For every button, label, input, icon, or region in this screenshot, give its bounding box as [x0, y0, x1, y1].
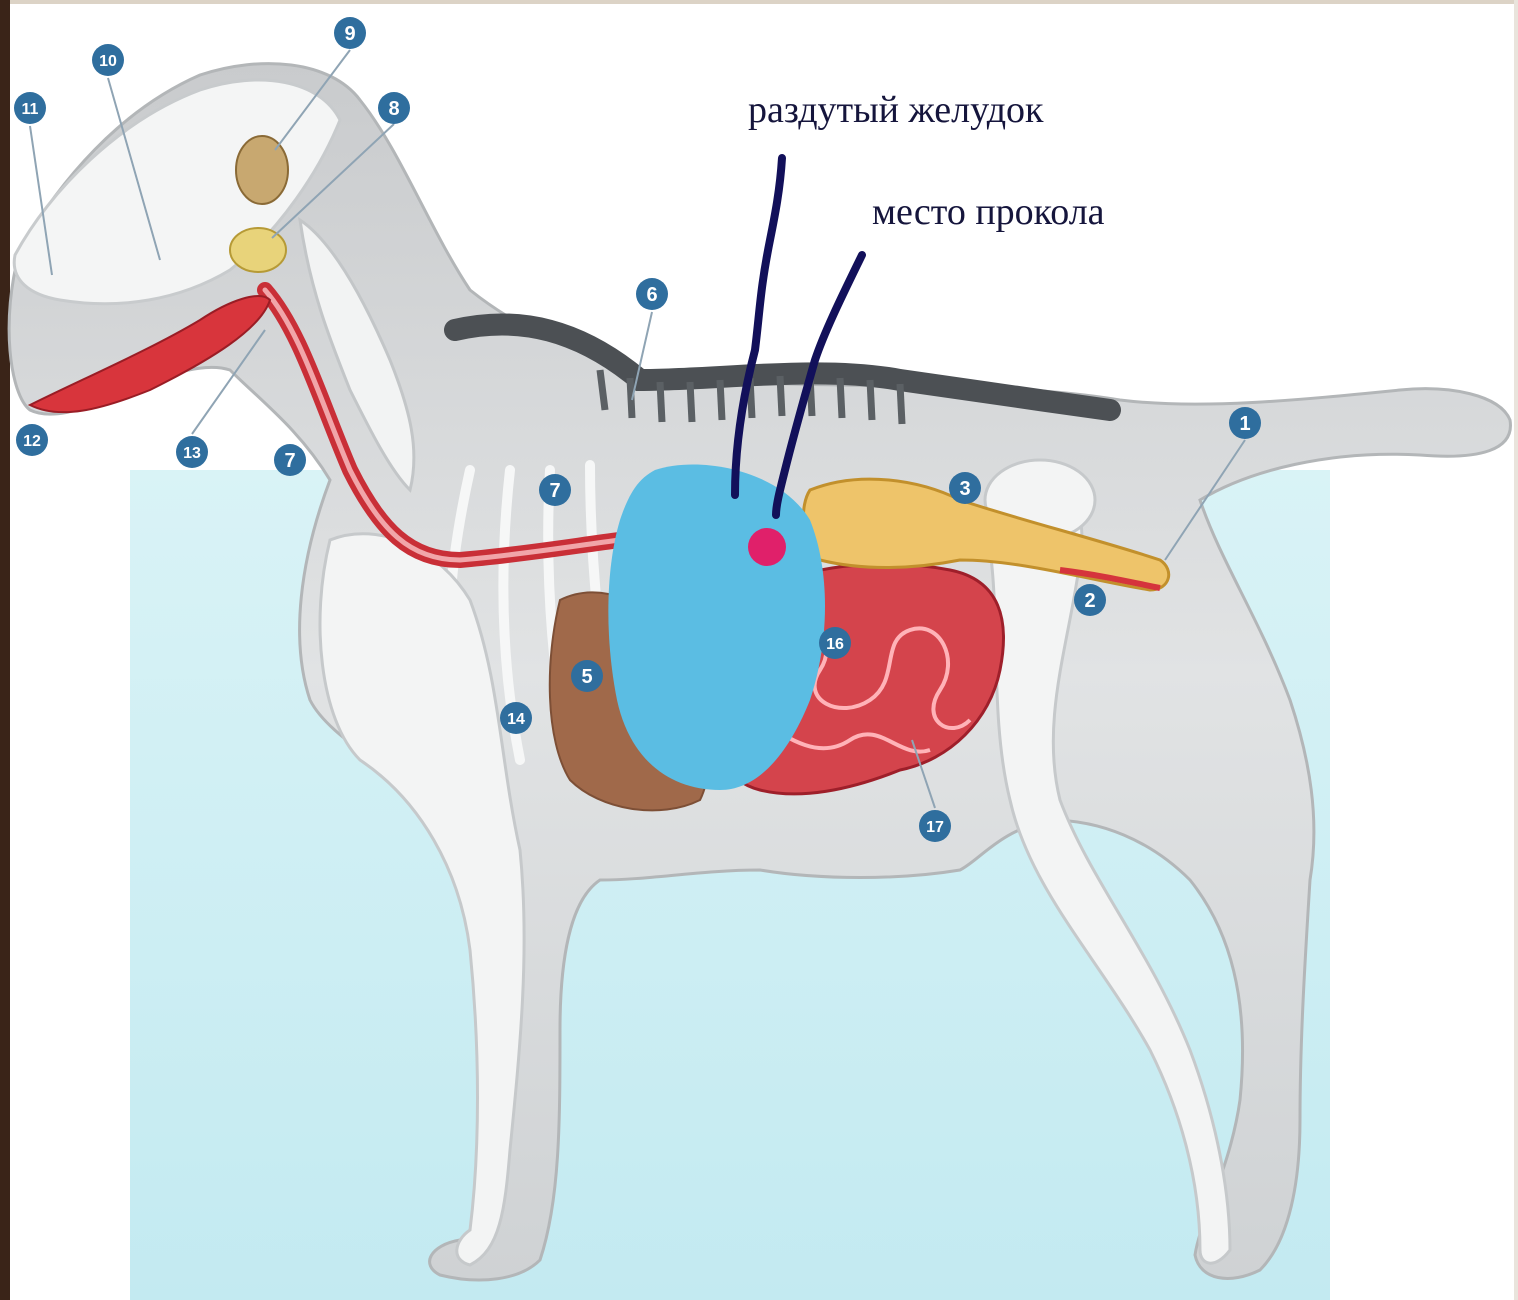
svg-text:3: 3 [959, 478, 970, 500]
distended-stomach-label: раздутый желудок [748, 88, 1043, 132]
puncture-site-label: место прокола [872, 190, 1105, 234]
svg-text:16: 16 [826, 636, 844, 653]
callout-7b: 7 [539, 474, 571, 506]
svg-text:7: 7 [549, 480, 560, 502]
callout-2: 2 [1074, 584, 1106, 616]
svg-text:13: 13 [183, 445, 201, 462]
svg-text:17: 17 [926, 819, 944, 836]
svg-text:6: 6 [646, 284, 657, 306]
svg-text:8: 8 [388, 98, 399, 120]
svg-text:14: 14 [507, 711, 525, 728]
gland-brown [236, 136, 288, 204]
svg-text:9: 9 [344, 23, 355, 45]
callout-3: 3 [949, 472, 981, 504]
svg-text:11: 11 [22, 101, 39, 118]
svg-text:5: 5 [581, 666, 592, 688]
salivary-gland [230, 228, 286, 272]
callout-16: 16 [819, 627, 851, 659]
callout-14: 14 [500, 702, 532, 734]
svg-text:1: 1 [1239, 413, 1250, 435]
svg-text:2: 2 [1084, 590, 1095, 612]
callout-12: 12 [16, 424, 48, 456]
svg-text:12: 12 [23, 433, 41, 450]
svg-text:7: 7 [284, 450, 295, 472]
svg-text:10: 10 [99, 53, 117, 70]
puncture-point [748, 528, 786, 566]
callout-7a: 7 [274, 444, 306, 476]
callout-5: 5 [571, 660, 603, 692]
